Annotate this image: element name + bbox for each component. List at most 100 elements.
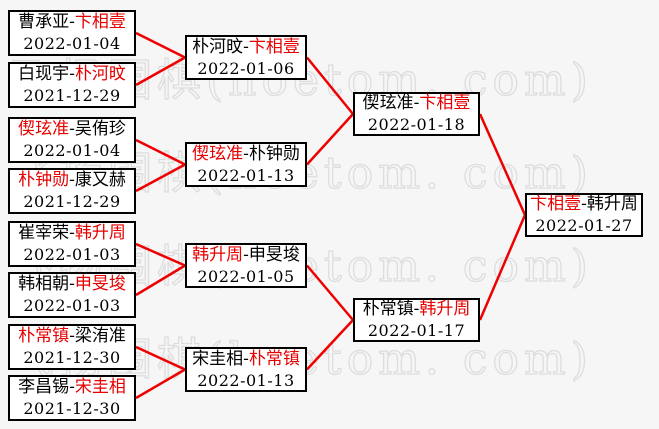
match-box-quarterfinal-2: 偰玹准-朴钟勋 2022-01-13 xyxy=(185,142,307,187)
bracket-line xyxy=(135,368,186,400)
match-players: 白现宇-朴河旼 xyxy=(18,64,126,85)
match-players: 韩相朝-申旻埈 xyxy=(18,274,126,295)
player-right-name: 朴河旼 xyxy=(74,64,126,84)
player-right-name: 康又赫 xyxy=(74,170,126,190)
player-right-name: 申旻埈 xyxy=(248,244,300,265)
match-players: 朴常镇-梁洧准 xyxy=(18,326,126,347)
match-date: 2022-01-04 xyxy=(23,141,121,160)
match-box-quarterfinal-4: 宋圭相-朴常镇 2022-01-13 xyxy=(185,347,307,392)
match-date: 2022-01-06 xyxy=(197,58,295,78)
bracket-line xyxy=(306,319,354,371)
match-players: 朴钟勋-康又赫 xyxy=(18,170,126,191)
player-left-name: 朴钟勋 xyxy=(18,170,70,190)
bracket-line xyxy=(478,113,527,216)
player-separator: - xyxy=(69,223,75,243)
player-separator: - xyxy=(69,119,75,139)
player-right-name: 朴钟勋 xyxy=(248,143,300,164)
player-right-name: 朴常镇 xyxy=(248,348,300,369)
match-players: 崔宰荣-韩升周 xyxy=(18,223,126,244)
player-separator: - xyxy=(243,143,249,164)
player-left-name: 朴河旼 xyxy=(192,36,244,57)
player-separator: - xyxy=(69,12,75,32)
player-left-name: 朴常镇 xyxy=(18,326,70,346)
player-separator: - xyxy=(243,36,249,57)
player-right-name: 卞相壹 xyxy=(419,93,471,113)
bracket-line xyxy=(135,163,186,193)
player-right-name: 卞相壹 xyxy=(74,12,126,32)
player-right-name: 韩升周 xyxy=(419,299,471,319)
bracket-line xyxy=(135,345,186,371)
match-box-quarterfinal-1: 朴河旼-卞相壹 2022-01-06 xyxy=(185,35,307,80)
player-left-name: 卞相壹 xyxy=(530,194,582,214)
match-date: 2021-12-30 xyxy=(23,399,121,418)
match-players: 韩升周-申旻埈 xyxy=(192,245,300,266)
match-box-round-of-16-7: 朴常镇-梁洧准 2021-12-30 xyxy=(8,324,136,370)
player-left-name: 偰玹准 xyxy=(362,93,414,113)
match-box-quarterfinal-3: 韩升周-申旻埈 2022-01-05 xyxy=(185,243,307,288)
match-date: 2022-01-04 xyxy=(23,34,121,53)
bracket-line xyxy=(135,31,186,59)
player-right-name: 韩升周 xyxy=(74,223,126,243)
match-box-round-of-16-4: 朴钟勋-康又赫 2021-12-29 xyxy=(8,168,136,214)
match-date: 2021-12-30 xyxy=(23,348,121,367)
player-left-name: 偰玹准 xyxy=(192,143,244,164)
bracket-line xyxy=(135,242,186,267)
match-box-round-of-16-2: 白现宇-朴河旼 2021-12-29 xyxy=(8,62,136,108)
match-players: 卞相壹-韩升周 xyxy=(530,194,638,215)
player-left-name: 白现宇 xyxy=(18,64,70,84)
player-separator: - xyxy=(581,194,587,214)
player-right-name: 韩升周 xyxy=(586,194,638,214)
player-separator: - xyxy=(413,299,420,319)
player-right-name: 卞相壹 xyxy=(248,36,300,57)
match-date: 2021-12-29 xyxy=(23,86,121,105)
match-box-round-of-16-5: 崔宰荣-韩升周 2022-01-03 xyxy=(8,221,136,267)
bracket-line xyxy=(135,264,186,297)
match-players: 偰玹准-朴钟勋 xyxy=(192,144,300,165)
player-separator: - xyxy=(69,170,75,190)
match-players: 朴河旼-卞相壹 xyxy=(192,37,300,58)
player-separator: - xyxy=(69,326,75,346)
player-right-name: 宋圭相 xyxy=(74,377,126,397)
bracket-line xyxy=(306,264,354,321)
player-right-name: 梁洧准 xyxy=(74,326,126,346)
match-players: 偰玹准-吴侑珍 xyxy=(18,119,126,140)
match-date: 2022-01-05 xyxy=(197,266,295,286)
bracket-line xyxy=(135,138,186,166)
player-separator: - xyxy=(69,377,75,397)
match-box-round-of-16-8: 李昌锡-宋圭相 2021-12-30 xyxy=(8,375,136,421)
player-separator: - xyxy=(69,64,75,84)
player-separator: - xyxy=(413,93,420,113)
match-date: 2022-01-17 xyxy=(367,321,466,340)
match-box-round-of-16-3: 偰玹准-吴侑珍 2022-01-04 xyxy=(8,117,136,163)
player-left-name: 韩升周 xyxy=(192,244,244,265)
match-box-semifinal-1: 偰玹准-卞相壹 2022-01-18 xyxy=(353,92,480,136)
match-date: 2022-01-03 xyxy=(23,296,121,315)
match-players: 朴常镇-韩升周 xyxy=(363,299,471,320)
match-date: 2021-12-29 xyxy=(23,192,121,211)
match-players: 宋圭相-朴常镇 xyxy=(192,349,300,370)
player-right-name: 申旻埈 xyxy=(74,274,126,294)
match-date: 2022-01-03 xyxy=(23,245,121,264)
bracket-line xyxy=(306,113,354,166)
bracket-line xyxy=(478,214,527,321)
player-left-name: 李昌锡 xyxy=(18,377,70,397)
match-players: 偰玹准-卞相壹 xyxy=(363,93,471,114)
player-left-name: 崔宰荣 xyxy=(18,223,70,243)
match-box-round-of-16-1: 曹承亚-卞相壹 2022-01-04 xyxy=(8,10,136,56)
player-separator: - xyxy=(69,274,75,294)
match-date: 2022-01-18 xyxy=(367,115,466,134)
match-date: 2022-01-13 xyxy=(197,370,295,390)
player-left-name: 朴常镇 xyxy=(362,299,414,319)
bracket-line xyxy=(135,56,186,87)
player-left-name: 偰玹准 xyxy=(18,119,70,139)
match-players: 曹承亚-卞相壹 xyxy=(18,12,126,33)
match-box-final-1: 卞相壹-韩升周 2022-01-27 xyxy=(525,193,643,237)
player-separator: - xyxy=(243,348,249,369)
match-players: 李昌锡-宋圭相 xyxy=(18,377,126,398)
player-separator: - xyxy=(243,244,249,265)
player-left-name: 韩相朝 xyxy=(18,274,70,294)
match-date: 2022-01-27 xyxy=(535,216,633,235)
player-left-name: 宋圭相 xyxy=(192,348,244,369)
